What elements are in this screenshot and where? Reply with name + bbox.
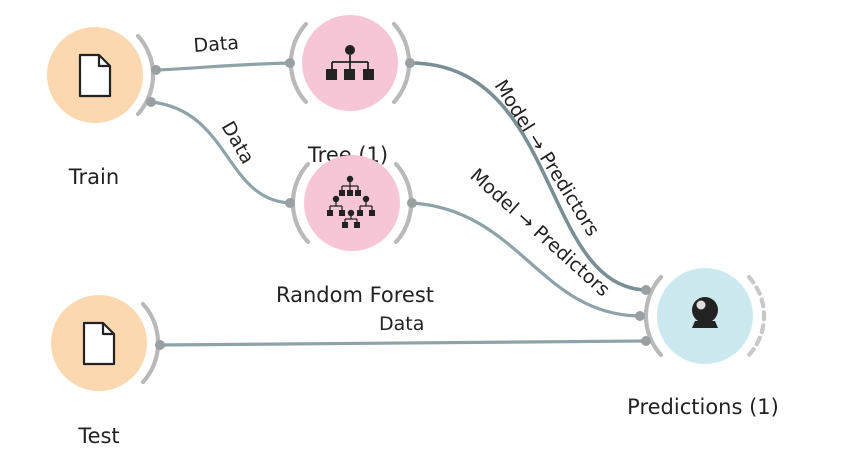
node-predictions-label: Predictions (1) — [627, 395, 779, 419]
node-random-forest-body — [304, 155, 400, 251]
link-label-train-tree: Data — [193, 32, 240, 57]
file-icon — [82, 321, 116, 366]
link-label-test-predictions: Data — [379, 313, 424, 335]
link-tree-predictions[interactable] — [408, 61, 647, 292]
node-predictions-output-arc — [746, 274, 767, 358]
node-tree-output-port[interactable] — [405, 58, 415, 68]
node-train-output-port-2[interactable] — [146, 97, 156, 107]
node-test[interactable]: Test — [51, 295, 165, 448]
node-random-forest-label: Random Forest — [276, 283, 434, 307]
node-random-forest-output-port[interactable] — [407, 198, 417, 208]
link-test-predictions[interactable] — [158, 339, 647, 347]
node-predictions-input-arc — [643, 274, 664, 358]
node-train-label: Train — [68, 165, 119, 189]
node-train-output-arc — [135, 33, 156, 117]
node-tree-input-port[interactable] — [285, 58, 295, 68]
links — [149, 61, 647, 347]
node-random-forest-input-port[interactable] — [285, 198, 295, 208]
node-train[interactable]: Train — [47, 27, 161, 189]
node-predictions-input-port-2[interactable] — [635, 311, 645, 321]
crystal-ball-icon — [692, 297, 718, 328]
link-label-train-forest: Data — [217, 118, 259, 168]
link-forest-predictions[interactable] — [410, 201, 642, 318]
node-test-output-port[interactable] — [155, 340, 165, 350]
node-predictions-input-port-1[interactable] — [641, 285, 651, 295]
tree-icon — [326, 45, 374, 80]
link-train-tree[interactable] — [155, 61, 292, 72]
node-test-label: Test — [77, 424, 119, 448]
forest-icon — [327, 175, 375, 228]
node-predictions-input-port-3[interactable] — [641, 336, 651, 346]
node-predictions[interactable]: Predictions (1) — [627, 268, 779, 419]
node-tree[interactable]: Tree (1) — [285, 15, 415, 167]
node-random-forest[interactable]: Random Forest — [276, 155, 434, 307]
node-train-output-port[interactable] — [151, 65, 161, 75]
link-train-forest[interactable] — [149, 100, 292, 205]
file-icon — [78, 53, 112, 98]
